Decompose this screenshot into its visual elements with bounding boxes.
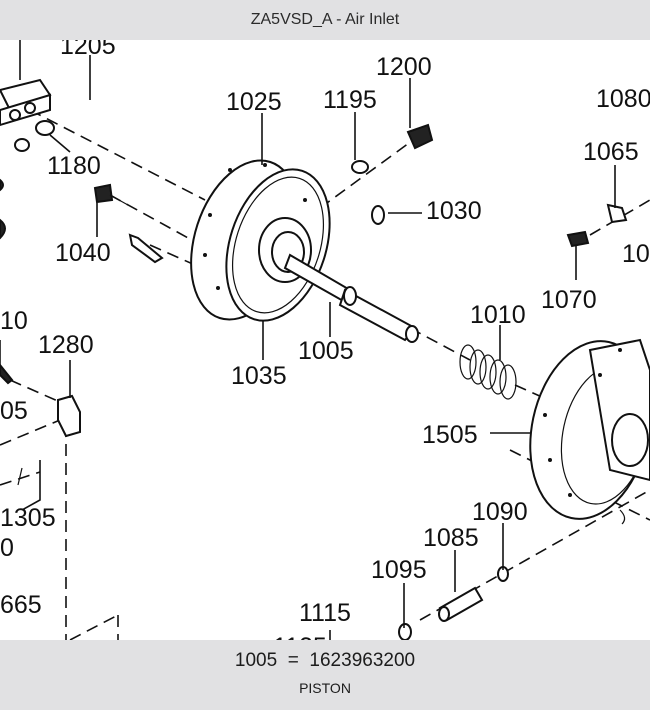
- callout-1200[interactable]: 1200: [376, 53, 432, 81]
- leader-1305: [21, 460, 41, 511]
- leader-1180: [49, 134, 71, 153]
- part-number: 1005: [234, 650, 278, 671]
- spring-part[interactable]: [459, 344, 517, 400]
- clip-part[interactable]: [619, 509, 626, 525]
- callout-1505[interactable]: 1505: [422, 421, 478, 449]
- callout-1280[interactable]: 1280: [38, 331, 94, 359]
- part-info-bar: 1005 = 1623963200 PISTON: [0, 640, 650, 710]
- callout-1115[interactable]: 1115: [299, 599, 351, 627]
- part-description: PISTON: [299, 680, 351, 696]
- exploded-parts-diagram[interactable]: 1205 1200 1025 1195 1080 1065 1180 1030 …: [0, 40, 650, 640]
- article-number: 1623963200: [309, 650, 416, 671]
- o-ring-part[interactable]: [371, 205, 385, 225]
- ring-part[interactable]: [35, 120, 55, 136]
- callout-1005[interactable]: 1005: [298, 337, 354, 365]
- piston-rod[interactable]: [283, 253, 419, 343]
- callout-1085[interactable]: 1085: [423, 524, 479, 552]
- assembly-line: [0, 419, 61, 446]
- callout-1195[interactable]: 1195: [323, 86, 377, 114]
- assembly-line: [589, 199, 650, 236]
- block-part[interactable]: [57, 394, 81, 438]
- callout-1025[interactable]: 1025: [226, 88, 282, 116]
- callout-1095[interactable]: 1095: [371, 556, 427, 584]
- callout-1035[interactable]: 1035: [231, 362, 287, 390]
- callout-1070[interactable]: 1070: [541, 286, 597, 314]
- washer-part[interactable]: [351, 160, 369, 174]
- part-fragment: [0, 218, 6, 240]
- assembly-line: [149, 244, 196, 266]
- pin-part[interactable]: [438, 586, 484, 622]
- assembly-line: [9, 379, 61, 403]
- assembly-line: [69, 614, 119, 640]
- plug-part[interactable]: [406, 123, 434, 150]
- part-number-line: 1005 = 1623963200: [0, 650, 650, 672]
- callout-0[interactable]: 0: [0, 534, 14, 562]
- callout-1080[interactable]: 1080: [596, 85, 650, 113]
- callout-1205[interactable]: 1205: [60, 40, 116, 60]
- callout-10-right[interactable]: 10: [622, 240, 650, 268]
- callout-05[interactable]: 05: [0, 397, 28, 425]
- screw-part[interactable]: [566, 230, 590, 248]
- piston-housing[interactable]: [172, 147, 348, 334]
- screw-thread: [109, 194, 129, 206]
- callout-1065[interactable]: 1065: [583, 138, 639, 166]
- screw-part[interactable]: [128, 233, 164, 264]
- callout-1090[interactable]: 1090: [472, 498, 528, 526]
- clip-part[interactable]: [398, 623, 412, 640]
- callout-1010[interactable]: 1010: [470, 301, 526, 329]
- assembly-line: [319, 134, 421, 209]
- screw-part[interactable]: [93, 183, 114, 204]
- bracket-part[interactable]: [0, 40, 52, 127]
- assembly-line: [29, 109, 206, 201]
- callout-1030[interactable]: 1030: [426, 197, 482, 225]
- clip-part[interactable]: [606, 203, 628, 224]
- pin-part[interactable]: [17, 467, 23, 486]
- part-separator: =: [287, 650, 299, 671]
- window-title-bar: ZA5VSD_A - Air Inlet: [0, 0, 650, 40]
- callout-10-left[interactable]: 10: [0, 307, 28, 335]
- part-fragment: [0, 178, 4, 192]
- assembly-line: [409, 327, 471, 361]
- callout-665[interactable]: 665: [0, 591, 42, 619]
- valve-body[interactable]: [515, 330, 650, 530]
- callout-1125[interactable]: 1125: [273, 633, 327, 640]
- ring-part[interactable]: [14, 138, 30, 152]
- callout-1040[interactable]: 1040: [55, 239, 111, 267]
- callout-1180[interactable]: 1180: [47, 152, 101, 180]
- window-title: ZA5VSD_A - Air Inlet: [250, 11, 400, 28]
- callout-1305[interactable]: 1305: [0, 504, 56, 532]
- part-fragment: [0, 363, 14, 385]
- diagram-canvas[interactable]: 1205 1200 1025 1195 1080 1065 1180 1030 …: [0, 40, 650, 640]
